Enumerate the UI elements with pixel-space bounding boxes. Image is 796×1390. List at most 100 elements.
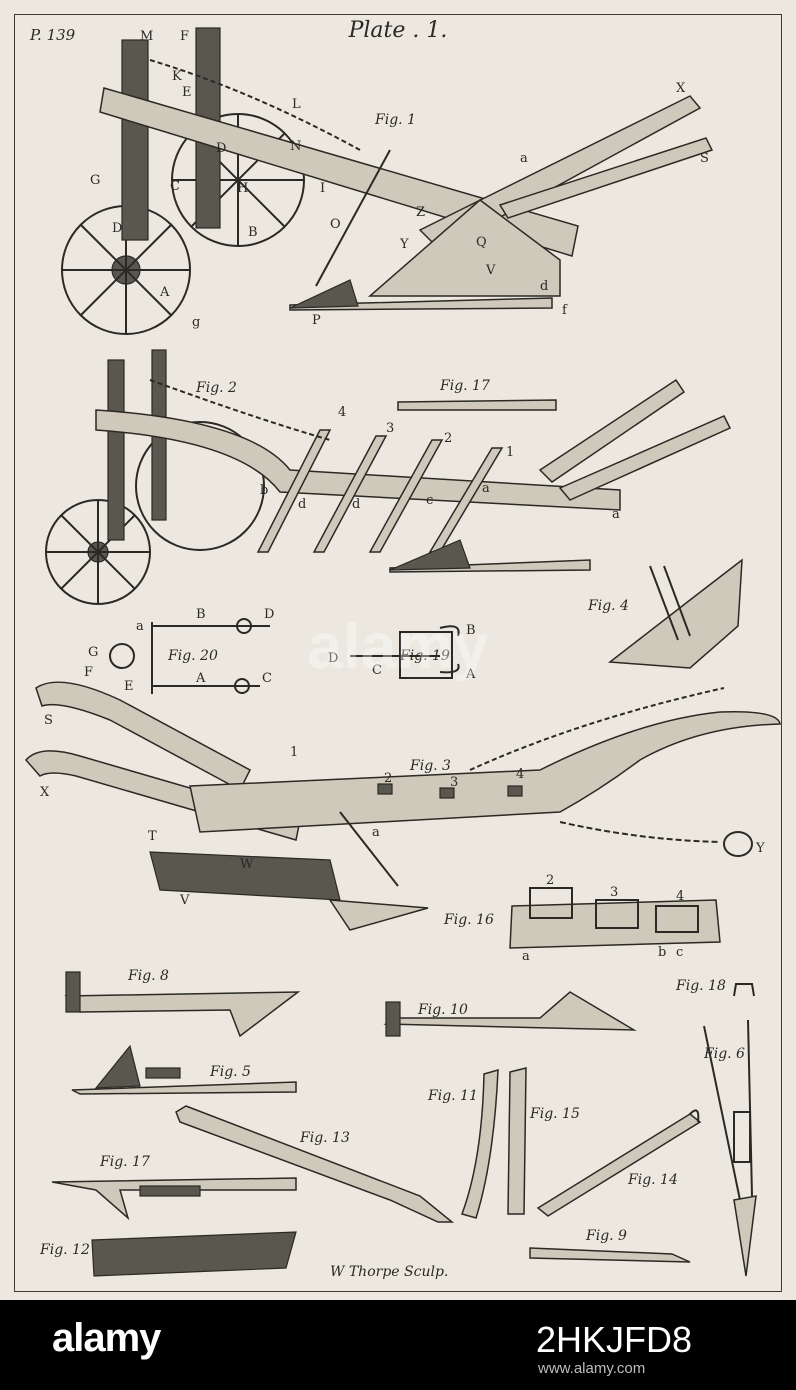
svg-text:a: a	[520, 151, 528, 166]
svg-text:a: a	[482, 481, 490, 496]
svg-text:S: S	[44, 713, 53, 728]
fig3-ring	[723, 831, 753, 857]
figure-8-plough-bottom: Fig. 8	[64, 968, 301, 1038]
fig11-label: Fig. 11	[427, 1088, 478, 1104]
svg-text:A: A	[159, 285, 170, 300]
svg-text:C: C	[170, 179, 180, 194]
fig2-beam	[95, 409, 621, 511]
svg-text:F: F	[180, 29, 189, 44]
figure-4-share-plate: Fig. 4	[587, 558, 743, 669]
fig4-label: Fig. 4	[587, 598, 629, 614]
fig19-letters: B D C A	[328, 623, 476, 682]
figure-17-coulter: Fig. 17	[397, 378, 557, 411]
fig2-front-wheel-spokes	[46, 500, 150, 604]
figure-15-strip: Fig. 15	[507, 1067, 580, 1215]
svg-text:d: d	[298, 497, 306, 512]
fig10-label: Fig. 10	[417, 1002, 468, 1018]
svg-text:L: L	[292, 97, 301, 112]
figure-14-handle: Fig. 14	[536, 1109, 702, 1217]
fig2-label: Fig. 2	[195, 380, 237, 396]
engraving-border	[14, 14, 782, 1292]
fig7-label: Fig. 17	[99, 1154, 150, 1170]
svg-text:D: D	[328, 651, 338, 666]
fig1-share	[289, 279, 359, 309]
svg-text:a: a	[136, 619, 144, 634]
svg-text:X: X	[676, 81, 686, 96]
watermark: alamy	[307, 610, 489, 682]
figure-7-plough-bottom: Fig. 17	[51, 1154, 297, 1221]
svg-text:E: E	[124, 679, 134, 694]
fig2-post-left	[107, 359, 125, 541]
fig9-label: Fig. 9	[585, 1228, 627, 1244]
fig13-label: Fig. 13	[299, 1130, 350, 1146]
figure-2-multi-share-plough: Fig. 2 4 3 2 1 a b d d c a	[45, 349, 732, 605]
svg-text:3: 3	[450, 775, 458, 790]
fig2-chain	[149, 379, 331, 441]
brand-logo[interactable]: alamy	[52, 1316, 161, 1360]
svg-text:g: g	[192, 315, 200, 330]
svg-text:f: f	[562, 303, 568, 318]
svg-text:K: K	[172, 69, 182, 84]
fig2-handle-2	[558, 415, 732, 501]
plate-title: Plate . 1.	[348, 18, 448, 43]
svg-text:1: 1	[506, 445, 514, 460]
fig2-share	[389, 539, 471, 571]
svg-text:4: 4	[516, 767, 524, 782]
svg-text:W: W	[240, 857, 254, 872]
fig20-letters: a B D G F E A C	[84, 607, 274, 694]
svg-text:c: c	[676, 945, 683, 960]
svg-text:G: G	[90, 173, 100, 188]
fig17a-label: Fig. 17	[439, 378, 490, 394]
image-id: 2HKJFD8	[536, 1319, 693, 1360]
svg-text:Q: Q	[476, 235, 487, 250]
engraver-signature: W Thorpe Sculp.	[330, 1264, 449, 1280]
figure-6-coulter-assembly: Fig. 6	[703, 1019, 757, 1277]
fig18-label: Fig. 18	[675, 978, 726, 994]
svg-text:X: X	[40, 785, 50, 800]
svg-text:E: E	[182, 85, 192, 100]
fig3-mouldboard	[149, 851, 341, 901]
svg-text:D: D	[112, 221, 122, 236]
figure-3-swing-plough: Fig. 3 S X T W V a 1 2 3 4 Y	[25, 681, 781, 931]
fig14-label: Fig. 14	[627, 1172, 678, 1188]
svg-text:3: 3	[610, 885, 618, 900]
figure-16-beam-block: Fig. 16 2 3 4 a b c	[443, 873, 721, 964]
svg-text:D: D	[264, 607, 274, 622]
figure-18-clip: Fig. 18	[675, 978, 755, 997]
svg-text:a: a	[612, 507, 620, 522]
fig2-rear-wheel	[135, 421, 265, 551]
fig1-chain	[149, 59, 361, 151]
fig2-handle-1	[538, 378, 686, 483]
fig1-coulter	[315, 149, 391, 287]
svg-text:d: d	[540, 279, 548, 294]
svg-text:A: A	[195, 671, 206, 686]
svg-text:G: G	[88, 645, 98, 660]
fig1-letters: M F K E L N D H I G C B D A O Y Z Q V P …	[90, 29, 709, 330]
fig1-handle-s	[498, 137, 714, 219]
svg-text:Y: Y	[399, 237, 409, 252]
fig2-coulters	[256, 429, 504, 553]
svg-text:F: F	[84, 665, 93, 680]
svg-text:4: 4	[676, 889, 684, 904]
figure-9-bar: Fig. 9	[529, 1228, 691, 1263]
svg-text:2: 2	[444, 431, 452, 446]
fig5-label: Fig. 5	[209, 1064, 251, 1080]
svg-text:2: 2	[546, 873, 554, 888]
site-url[interactable]: www.alamy.com	[538, 1360, 646, 1377]
svg-text:c: c	[426, 493, 433, 508]
figure-10-plough-bottom: Fig. 10	[383, 991, 637, 1037]
svg-text:B: B	[466, 623, 476, 638]
svg-text:d: d	[352, 497, 360, 512]
fig2-letters: 4 3 2 1 a b d d c a	[260, 405, 620, 522]
fig3-coulter	[339, 811, 399, 887]
svg-text:B: B	[248, 225, 258, 240]
fig15-label: Fig. 15	[529, 1106, 580, 1122]
fig16-letters: 2 3 4 a b c	[522, 873, 684, 964]
svg-text:b: b	[260, 483, 268, 498]
fig3-label: Fig. 3	[409, 758, 451, 774]
svg-text:Z: Z	[416, 205, 425, 220]
fig3-chain-lower	[559, 821, 721, 843]
fig1-mouldboard	[368, 199, 561, 297]
fig1-label: Fig. 1	[374, 112, 416, 128]
svg-text:B: B	[196, 607, 206, 622]
